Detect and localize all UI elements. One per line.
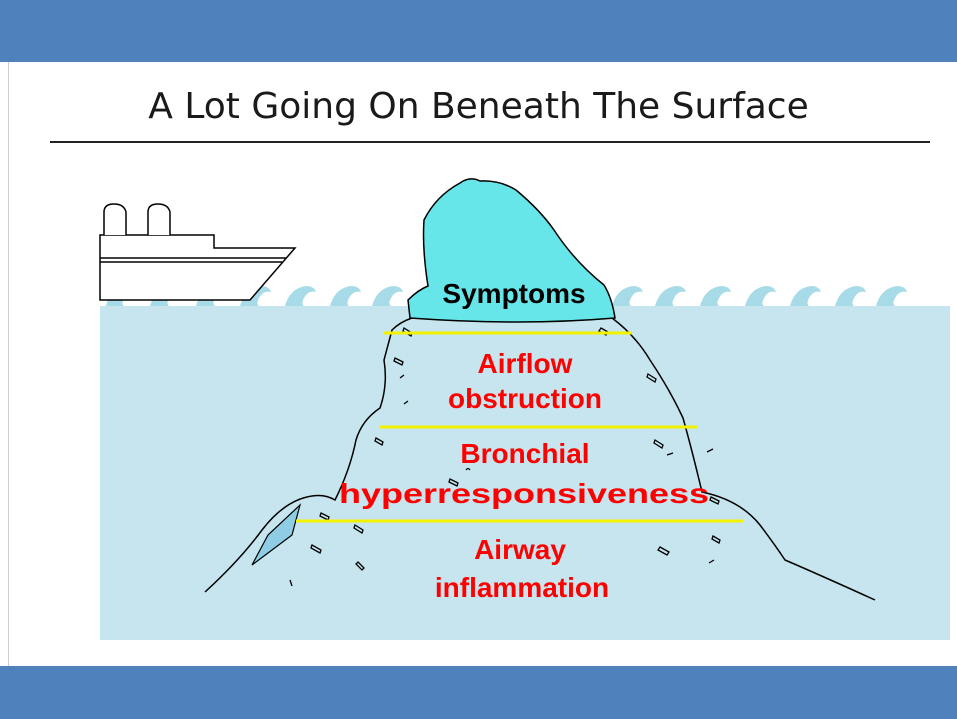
layer-label-inflammation: inflammation xyxy=(435,572,609,603)
layer-label-bronchial: Bronchial xyxy=(460,438,589,469)
symptoms-label: Symptoms xyxy=(442,278,585,309)
layer-label-airflow: Airflow xyxy=(478,348,573,379)
layer-label-hyperresponsiveness: hyperresponsiveness xyxy=(339,478,709,509)
layer-label-obstruction: obstruction xyxy=(448,383,602,414)
ship-icon xyxy=(100,204,295,300)
layer-label-airway: Airway xyxy=(474,534,566,565)
